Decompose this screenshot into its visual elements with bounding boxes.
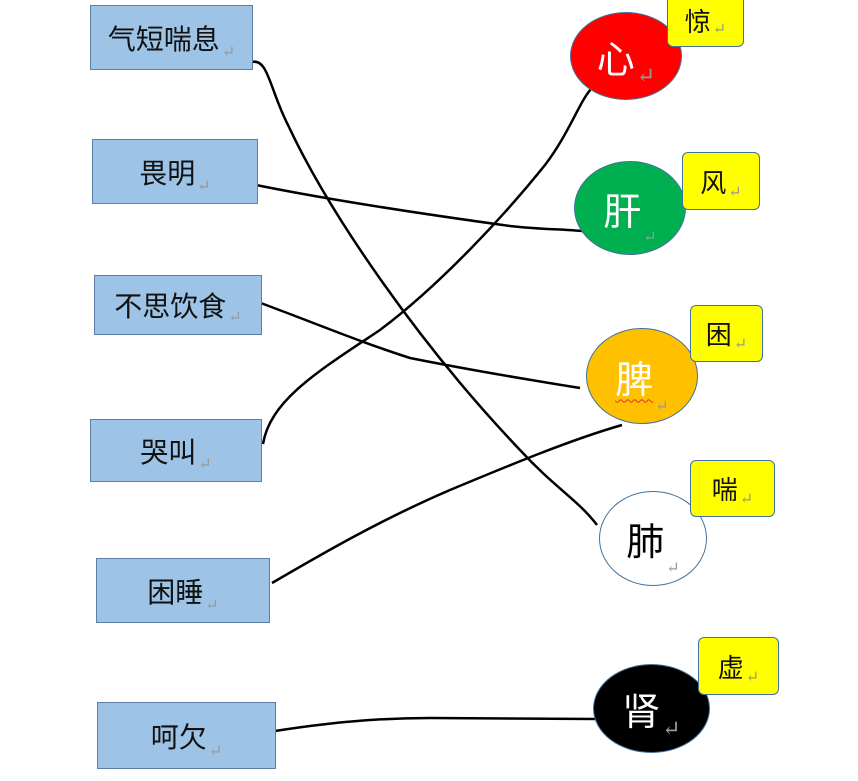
return-mark: ↵ — [745, 667, 760, 686]
organ-label: 心 — [596, 37, 635, 82]
organ-label: 脾 — [615, 357, 654, 402]
return-mark: ↵ — [733, 334, 748, 353]
symptom-label: 畏明 — [139, 156, 196, 190]
return-mark: ↵ — [662, 717, 681, 742]
symptom-box-photophobia: 畏明↵ — [92, 139, 258, 204]
organ-kidney: 肾↵ — [593, 664, 710, 753]
symptom-box-crying: 哭叫↵ — [90, 419, 262, 482]
symptom-box-no-appetite: 不思饮食↵ — [94, 275, 262, 335]
tag-label: 惊 — [684, 8, 711, 38]
return-mark: ↵ — [712, 19, 727, 38]
organ-label: 肝 — [603, 189, 642, 234]
tag-sleepy: 困↵ — [690, 305, 763, 362]
return-mark: ↵ — [221, 42, 236, 61]
tag-label: 困 — [705, 321, 732, 351]
connection-line — [271, 423, 623, 585]
connection-line — [261, 87, 593, 445]
return-mark: ↵ — [655, 396, 669, 415]
return-mark: ↵ — [728, 182, 742, 201]
return-mark: ↵ — [739, 489, 754, 508]
organ-label: 肺 — [626, 520, 665, 564]
tag-wind: 风↵ — [682, 152, 760, 210]
symptom-box-drowsiness: 困睡↵ — [96, 558, 270, 623]
organ-heart: 心↵ — [570, 12, 682, 100]
connection-line — [257, 300, 581, 390]
return-mark: ↵ — [197, 176, 211, 195]
return-mark: ↵ — [636, 64, 656, 89]
tag-pant: 喘↵ — [690, 460, 775, 517]
tag-label: 风 — [700, 168, 727, 199]
organ-label: 肾 — [622, 690, 661, 734]
tag-deficiency: 虚↵ — [698, 637, 779, 695]
return-mark: ↵ — [208, 741, 223, 760]
connection-line — [251, 60, 598, 526]
organ-liver: 肝↵ — [574, 161, 686, 255]
symptom-label: 不思饮食 — [114, 290, 227, 323]
return-mark: ↵ — [666, 558, 680, 577]
return-mark: ↵ — [228, 307, 242, 326]
return-mark: ↵ — [643, 227, 657, 246]
symptom-label: 困睡 — [147, 575, 204, 609]
connection-line — [255, 183, 591, 234]
tag-fright: 惊↵ — [667, 0, 744, 47]
connection-line — [274, 716, 596, 733]
tag-label: 虚 — [717, 653, 744, 684]
organ-lung: 肺↵ — [599, 491, 707, 586]
return-mark: ↵ — [198, 454, 212, 473]
symptom-label: 呵欠 — [150, 720, 207, 754]
symptom-box-yawning: 呵欠↵ — [97, 702, 276, 769]
symptom-label: 哭叫 — [140, 435, 197, 469]
symptom-box-shortness-of-breath: 气短喘息↵ — [90, 5, 253, 70]
tag-label: 喘 — [711, 476, 738, 506]
symptom-label: 气短喘息 — [107, 22, 220, 56]
organ-spleen: 脾↵ — [586, 328, 698, 424]
return-mark: ↵ — [205, 595, 219, 614]
